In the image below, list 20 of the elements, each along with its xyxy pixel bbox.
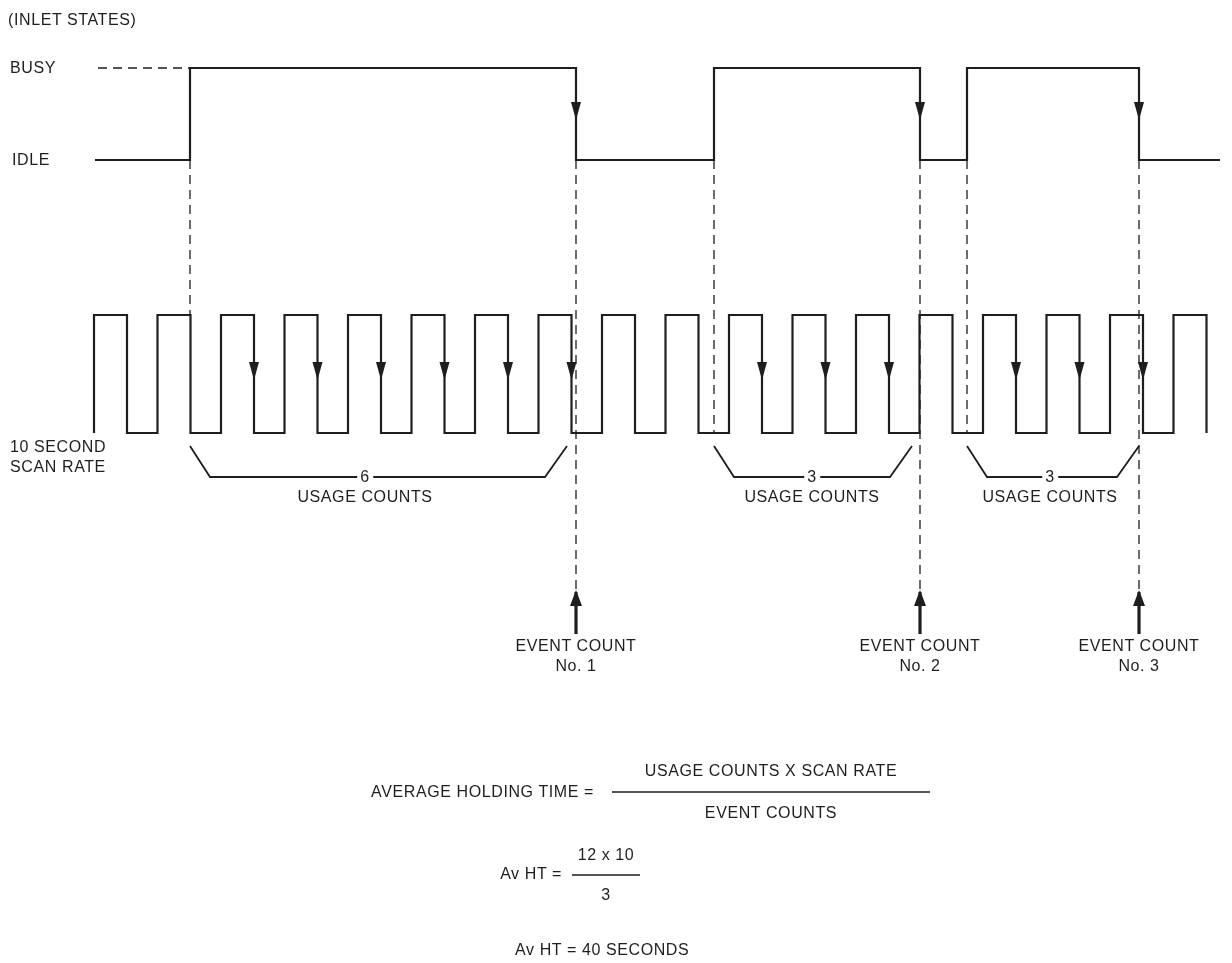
event-count-label: EVENT COUNT No. 2 (858, 636, 982, 676)
result-text: Av HT = 40 SECONDS (515, 940, 690, 960)
denominator-text: EVENT COUNTS (704, 803, 838, 823)
bracket-label: USAGE COUNTS (982, 487, 1118, 507)
state-label: IDLE (12, 150, 50, 170)
arrow (914, 590, 926, 634)
event-count-label: EVENT COUNT No. 1 (514, 636, 638, 676)
scan-rate-label: 10 SECOND SCAN RATE (8, 437, 108, 477)
heading-label: (INLET STATES) (8, 10, 137, 30)
formula-text: Av HT = (500, 864, 562, 884)
numerator-text: 12 x 10 (577, 845, 635, 865)
formula-text: AVERAGE HOLDING TIME = (371, 782, 594, 802)
state-label: BUSY (10, 58, 56, 78)
bracket-label: USAGE COUNTS (297, 487, 433, 507)
event-count-label: EVENT COUNT No. 3 (1077, 636, 1201, 676)
denominator-text: 3 (601, 885, 611, 905)
arrow (1133, 590, 1145, 634)
arrow (570, 590, 582, 634)
bracket-label: USAGE COUNTS (744, 487, 880, 507)
numerator-text: USAGE COUNTS X SCAN RATE (644, 761, 898, 781)
